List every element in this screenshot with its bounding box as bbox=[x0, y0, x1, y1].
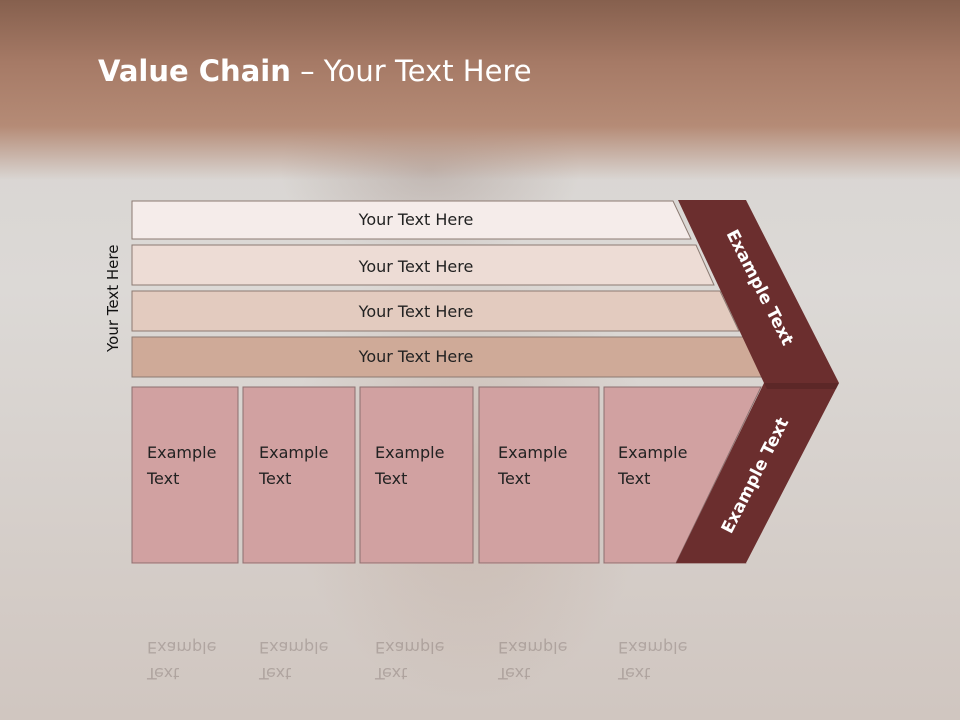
title-bold: Value Chain bbox=[98, 54, 291, 88]
bar-3-label: Your Text Here bbox=[358, 302, 474, 321]
cell-2 bbox=[242, 386, 356, 564]
chevron-shape bbox=[676, 200, 839, 563]
bar-1-label: Your Text Here bbox=[358, 210, 474, 229]
slide-title: Value Chain – Your Text Here bbox=[98, 54, 532, 88]
reflection bbox=[132, 563, 828, 720]
bar-2-label: Your Text Here bbox=[358, 257, 474, 276]
bar-1 bbox=[131, 200, 692, 240]
bar-4-label: Your Text Here bbox=[358, 347, 474, 366]
bar-3 bbox=[131, 290, 740, 332]
bar-2 bbox=[131, 244, 715, 286]
chevron-divider bbox=[764, 383, 839, 389]
cell-1 bbox=[131, 386, 239, 564]
title-rest: – Your Text Here bbox=[290, 54, 532, 88]
cell-4 bbox=[478, 386, 600, 564]
cell-3 bbox=[359, 386, 474, 564]
title-band bbox=[0, 0, 960, 180]
